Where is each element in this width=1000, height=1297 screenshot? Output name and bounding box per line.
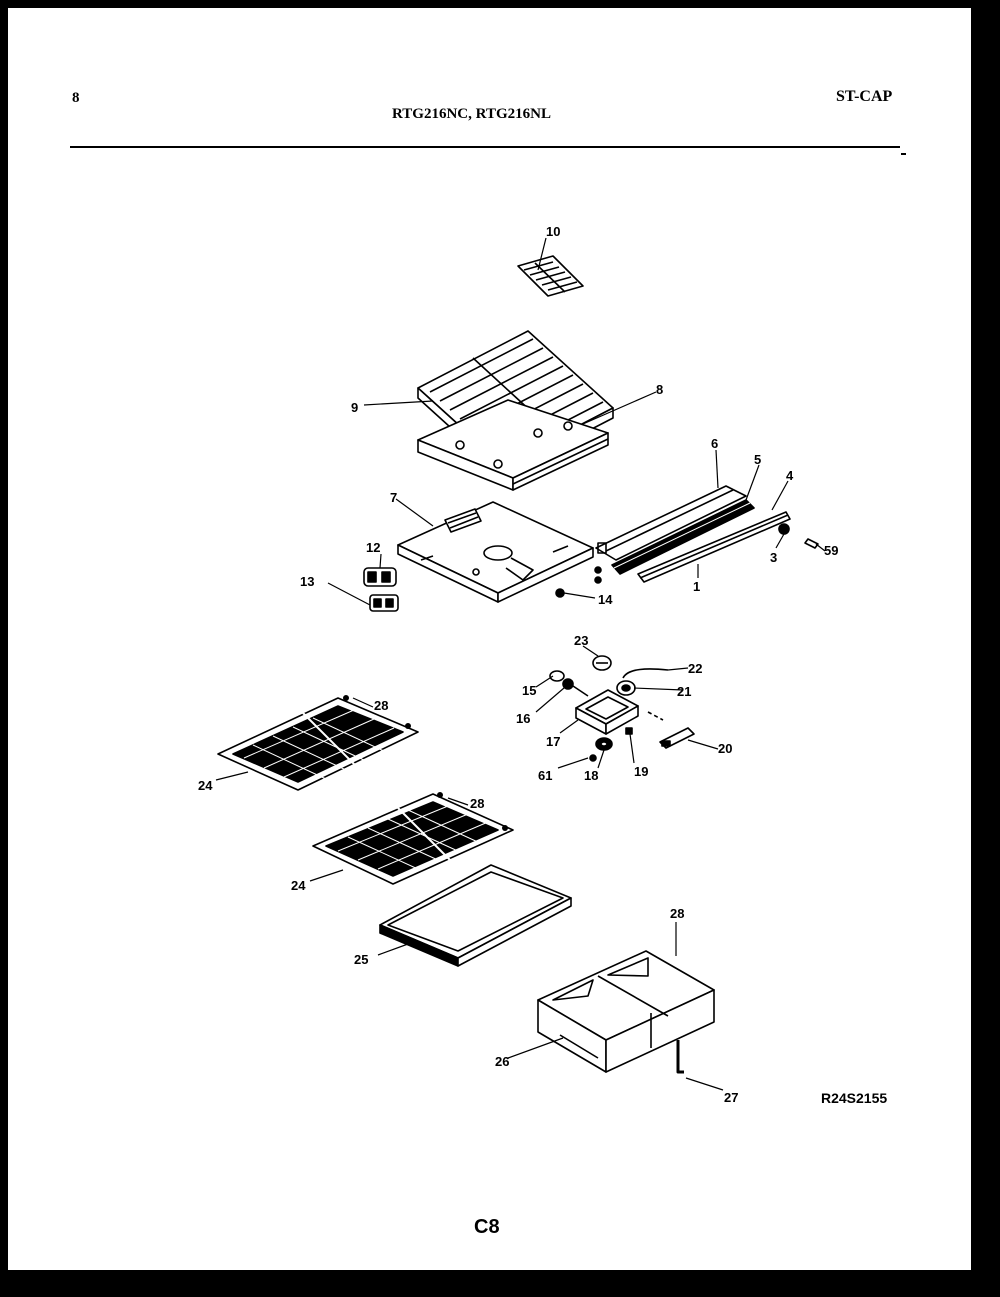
- part-23-knob: [592, 655, 612, 671]
- callout-25: 25: [354, 952, 368, 967]
- part-18-knob: [595, 737, 613, 751]
- exploded-parts-diagram: 10 9 8 7 6 5 4 3 59 1 12 13 14 23 22 21 …: [198, 224, 838, 1105]
- part-3-grommet: [778, 523, 790, 535]
- callout-16: 16: [516, 711, 530, 726]
- callout-13: 13: [300, 574, 314, 589]
- callout-59: 59: [824, 543, 838, 558]
- part-17-housing: [575, 689, 639, 735]
- part-8-tray: [417, 399, 609, 491]
- leader-lines: [215, 237, 826, 1091]
- part-7-panel: [397, 501, 594, 603]
- part-27-rod: [676, 1040, 684, 1074]
- header-rule: [70, 146, 900, 148]
- callout-27: 27: [724, 1090, 738, 1105]
- callout-10: 10: [546, 224, 560, 239]
- callout-15: 15: [522, 683, 536, 698]
- part-59-screw: [804, 538, 819, 549]
- callout-12: 12: [366, 540, 380, 555]
- part-22-wire: [622, 668, 669, 679]
- callout-26: 26: [495, 1054, 509, 1069]
- rule-tick: [901, 153, 906, 155]
- part-25-glass-shelf: [379, 864, 572, 967]
- part-24-shelf-lower: [312, 793, 514, 885]
- callout-7: 7: [390, 490, 397, 505]
- part-6-rail: [595, 485, 747, 561]
- callout-5: 5: [754, 452, 761, 467]
- part-24-shelf-upper: [217, 697, 419, 791]
- page-code: C8: [474, 1216, 500, 1238]
- callout-9: 9: [351, 400, 358, 415]
- callout-14: 14: [598, 592, 613, 607]
- callout-20: 20: [718, 741, 732, 756]
- callout-24-lower: 24: [291, 878, 306, 893]
- callout-22: 22: [688, 661, 702, 676]
- callout-28-upper: 28: [374, 698, 388, 713]
- model-numbers: RTG216NC, RTG216NL: [392, 106, 551, 122]
- callout-23: 23: [574, 633, 588, 648]
- callout-18: 18: [584, 768, 598, 783]
- callout-17: 17: [546, 734, 560, 749]
- section-code: ST-CAP: [836, 88, 893, 105]
- part-12-bracket: [363, 567, 397, 587]
- small-dots: [343, 695, 508, 831]
- part-5-rail: [611, 499, 755, 575]
- callout-6: 6: [711, 436, 718, 451]
- parts-sheet: 8 RTG216NC, RTG216NL ST-CAP: [8, 8, 971, 1270]
- page-number: 8: [72, 90, 80, 106]
- part-20-bar: [659, 727, 695, 749]
- part-61-screw: [589, 754, 597, 762]
- part-21-knob: [616, 680, 636, 696]
- callout-3: 3: [770, 550, 777, 565]
- part-10-grille: [517, 255, 584, 297]
- callout-8: 8: [656, 382, 663, 397]
- part-15-bulb: [549, 670, 565, 682]
- callout-21: 21: [677, 684, 691, 699]
- part-1-rail: [637, 511, 791, 583]
- callout-28-crisper: 28: [670, 906, 684, 921]
- part-19-clip: [625, 727, 633, 735]
- callout-28-middle: 28: [470, 796, 484, 811]
- callout-61: 61: [538, 768, 552, 783]
- drawing-number: R24S2155: [821, 1090, 888, 1106]
- callout-24-upper: 24: [198, 778, 213, 793]
- part-13-bracket: [369, 594, 399, 612]
- callout-labels: 10 9 8 7 6 5 4 3 59 1 12 13 14 23 22 21 …: [198, 224, 838, 1105]
- part-14-screw: [555, 588, 565, 598]
- callout-1: 1: [693, 579, 700, 594]
- callout-4: 4: [786, 468, 794, 483]
- callout-19: 19: [634, 764, 648, 779]
- part-26-crisper: [537, 950, 715, 1073]
